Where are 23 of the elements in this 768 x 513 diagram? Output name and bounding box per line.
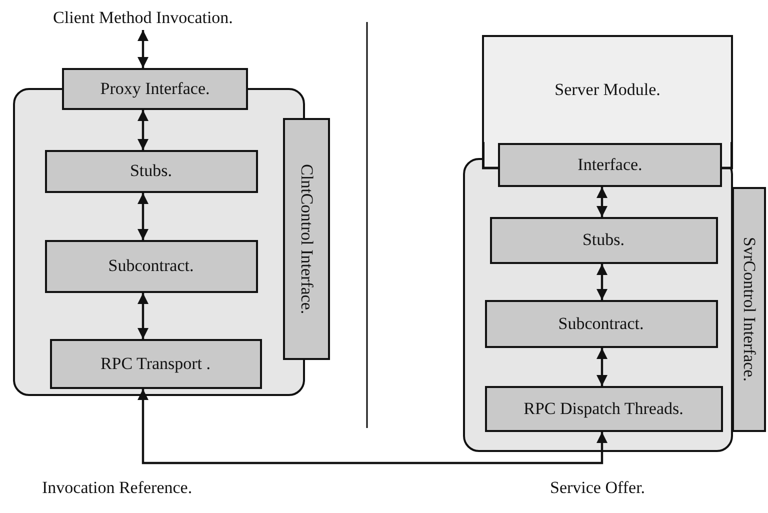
component-box: Subcontract.: [484, 300, 718, 348]
component-box: Interface.: [498, 143, 722, 187]
arrow: [596, 187, 608, 217]
component-box: RPC Dispatch Threads.: [484, 386, 722, 432]
interface-bar: SvrControl Interface.: [732, 187, 766, 432]
arrow: [596, 264, 608, 300]
caption-text: Invocation Reference.: [42, 478, 192, 498]
arrow: [596, 348, 608, 386]
component-box: Stubs.: [44, 150, 258, 192]
component-box: Proxy Interface.: [62, 68, 248, 110]
arrow: [138, 30, 148, 68]
component-box: RPC Transport .: [50, 338, 262, 388]
container-panel: [463, 158, 733, 452]
arrow: [138, 293, 148, 339]
component-box: Subcontract.: [44, 240, 258, 292]
arrow: [138, 389, 608, 464]
module-box: Server Module.: [482, 35, 733, 143]
caption-text: Service Offer.: [550, 478, 646, 498]
component-box: Stubs.: [490, 216, 718, 264]
arrow: [138, 110, 148, 150]
caption-text: Client Method Invocation.: [30, 6, 256, 30]
arrow: [138, 193, 148, 240]
interface-bar: ClntControl Interface.: [283, 118, 330, 360]
